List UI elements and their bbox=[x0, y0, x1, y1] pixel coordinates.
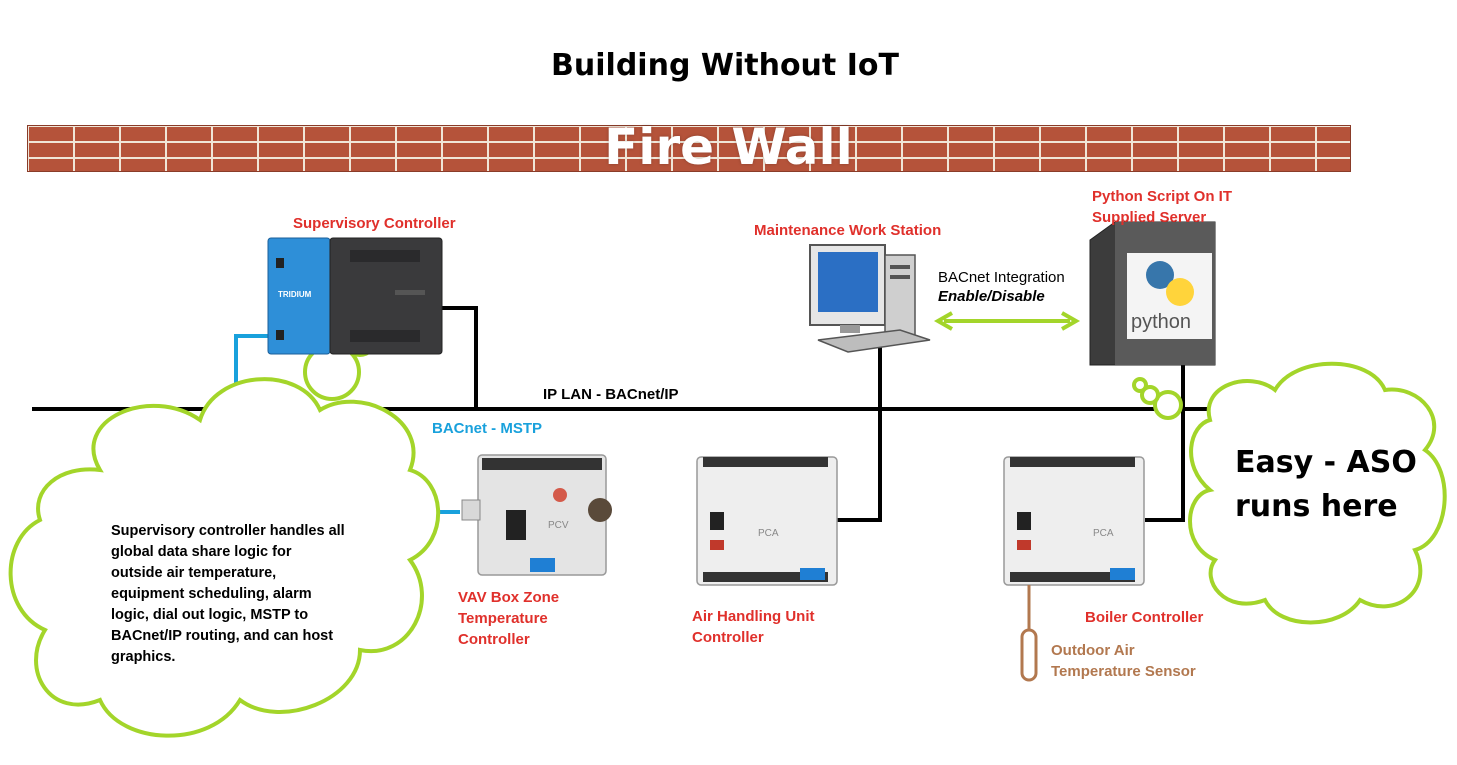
python-server-label-2: Supplied Server bbox=[1092, 209, 1207, 226]
boiler-panel-text: PCA bbox=[1093, 528, 1114, 539]
integration-label: BACnet Integration bbox=[938, 269, 1065, 286]
workstation-label: Maintenance Work Station bbox=[754, 222, 942, 239]
supervisory-note-line: outside air temperature, bbox=[111, 565, 277, 581]
supervisory-lan-link bbox=[440, 306, 478, 409]
tridium-brand: TRIDIUM bbox=[278, 290, 312, 299]
python-server-device bbox=[1089, 221, 1216, 366]
oat-sensor-label-1: Outdoor Air bbox=[1051, 642, 1135, 659]
vav-controller-device bbox=[461, 454, 612, 576]
ip-lan-label: IP LAN - BACnet/IP bbox=[543, 386, 679, 403]
vav-panel-text: PCV bbox=[548, 520, 569, 531]
supervisory-cloud bbox=[8, 315, 441, 738]
aso-text-1: Easy - ASO bbox=[1235, 445, 1417, 480]
supervisory-controller-device bbox=[267, 237, 443, 355]
page-title: Building Without IoT bbox=[551, 48, 899, 83]
supervisory-note-line: logic, dial out logic, MSTP to bbox=[111, 607, 309, 623]
server-lan-link bbox=[1145, 365, 1185, 522]
ahu-label-1: Air Handling Unit bbox=[692, 608, 815, 625]
aso-text-2: runs here bbox=[1235, 489, 1398, 524]
python-server-label-1: Python Script On IT bbox=[1092, 188, 1233, 205]
aso-cloud bbox=[1132, 361, 1447, 625]
boiler-label: Boiler Controller bbox=[1085, 609, 1204, 626]
supervisory-note-line: Supervisory controller handles all bbox=[111, 523, 345, 539]
supervisory-note-line: global data share logic for bbox=[111, 544, 292, 560]
mstp-label: BACnet - MSTP bbox=[432, 420, 542, 437]
oat-sensor-device bbox=[1020, 585, 1038, 682]
ahu-label-2: Controller bbox=[692, 629, 764, 646]
python-logo-text: python bbox=[1131, 311, 1192, 333]
vav-label-2: Temperature bbox=[458, 610, 548, 627]
supervisory-note-line: BACnet/IP routing, and can host bbox=[111, 628, 334, 644]
ahu-panel-text: PCA bbox=[758, 528, 779, 539]
supervisory-note-line: graphics. bbox=[111, 649, 176, 665]
boiler-controller-device bbox=[1003, 456, 1145, 586]
supervisory-note-line: equipment scheduling, alarm bbox=[111, 586, 312, 602]
firewall-label: Fire Wall bbox=[604, 118, 853, 176]
integration-toggle-label: Enable/Disable bbox=[938, 288, 1045, 305]
workstation-device bbox=[809, 244, 931, 353]
integration-arrow bbox=[933, 311, 1081, 331]
firewall-bricks bbox=[27, 125, 1351, 172]
vav-label-1: VAV Box Zone bbox=[458, 589, 560, 606]
ahu-controller-device bbox=[696, 456, 838, 586]
supervisory-note: Supervisory controller handles all globa… bbox=[111, 521, 345, 668]
vav-label-3: Controller bbox=[458, 631, 530, 648]
oat-sensor-label-2: Temperature Sensor bbox=[1051, 663, 1196, 680]
supervisory-controller-label: Supervisory Controller bbox=[293, 215, 456, 232]
